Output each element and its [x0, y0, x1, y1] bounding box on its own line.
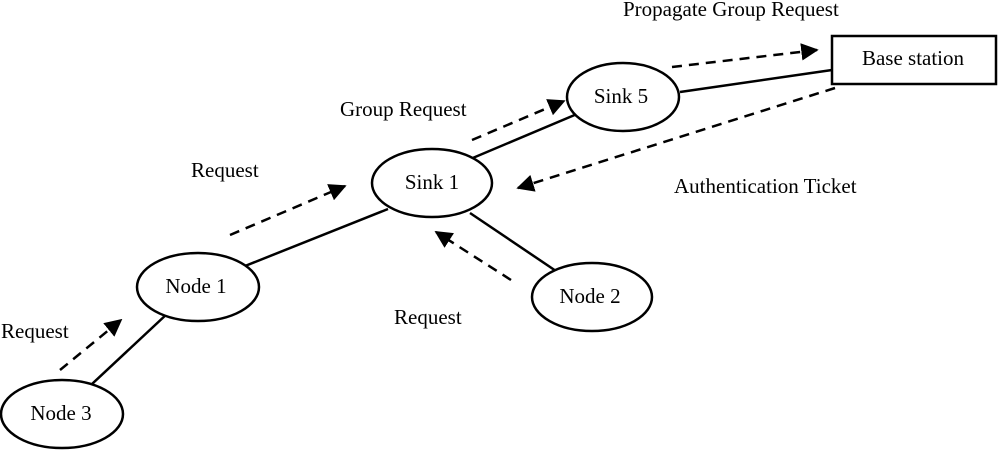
sink-5: Sink 5	[565, 61, 681, 133]
flow-arrow-node2-to-sink1	[434, 230, 512, 282]
label-propagate-group-request: Propagate Group Request	[623, 0, 839, 21]
sink-1: Sink 1	[370, 147, 494, 219]
flow-arrow-node1-to-sink1	[229, 184, 347, 237]
node-3: Node 3	[0, 378, 125, 450]
node-1-label: Node 1	[165, 274, 226, 298]
flow-arrow-sink5-to-basestation	[671, 43, 819, 69]
flow-arrow-node3-to-node1	[59, 318, 123, 371]
node-2: Node 2	[530, 261, 654, 333]
link-node1-sink1	[244, 207, 389, 268]
sink-5-label: Sink 5	[594, 84, 648, 108]
base-station-label: Base station	[862, 46, 965, 70]
label-request-bottom: Request	[394, 305, 462, 329]
label-authentication-ticket: Authentication Ticket	[674, 174, 857, 198]
label-group-request: Group Request	[340, 97, 467, 121]
link-node2-sink1	[469, 211, 557, 273]
link-sink5-basestation	[679, 68, 833, 94]
label-request-left: Request	[1, 319, 69, 343]
base-station: Base station	[830, 34, 998, 86]
flow-arrow-sink1-to-sink5	[471, 99, 566, 142]
sink-1-label: Sink 1	[405, 170, 459, 194]
label-request-top: Request	[191, 158, 259, 182]
flow-arrow-basestation-to-sink1	[516, 86, 836, 192]
node-1: Node 1	[135, 251, 261, 323]
node-3-label: Node 3	[30, 401, 91, 425]
node-2-label: Node 2	[559, 284, 620, 308]
link-node3-node1	[91, 312, 169, 385]
link-sink1-sink5	[467, 112, 578, 162]
